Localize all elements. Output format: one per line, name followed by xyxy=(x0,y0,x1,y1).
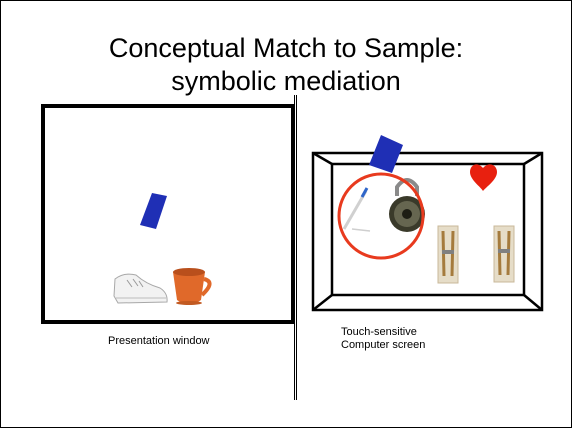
clothespin-image-2 xyxy=(493,225,515,283)
touch-screen-caption: Touch-sensitive Computer screen xyxy=(341,326,425,352)
title-line-1: Conceptual Match to Sample: xyxy=(108,33,464,63)
presentation-window xyxy=(41,104,295,324)
slide-title: Conceptual Match to Sample: symbolic med… xyxy=(0,32,572,98)
presentation-window-caption: Presentation window xyxy=(108,335,210,347)
cup-image xyxy=(173,268,212,305)
clothespin-image-1 xyxy=(437,225,459,284)
touch-screen-frame xyxy=(311,151,544,312)
selection-circle xyxy=(337,172,425,260)
heart-symbol xyxy=(470,164,497,191)
sample-card xyxy=(140,193,167,229)
padlock-image xyxy=(389,178,425,232)
pen-image xyxy=(342,187,371,232)
touch-screen-caption-line-1: Touch-sensitive xyxy=(341,326,417,338)
shoe-image xyxy=(113,273,168,304)
touch-screen-caption-line-2: Computer screen xyxy=(341,339,426,351)
title-line-2: symbolic mediation xyxy=(171,66,401,96)
blue-card-symbol xyxy=(369,135,403,173)
